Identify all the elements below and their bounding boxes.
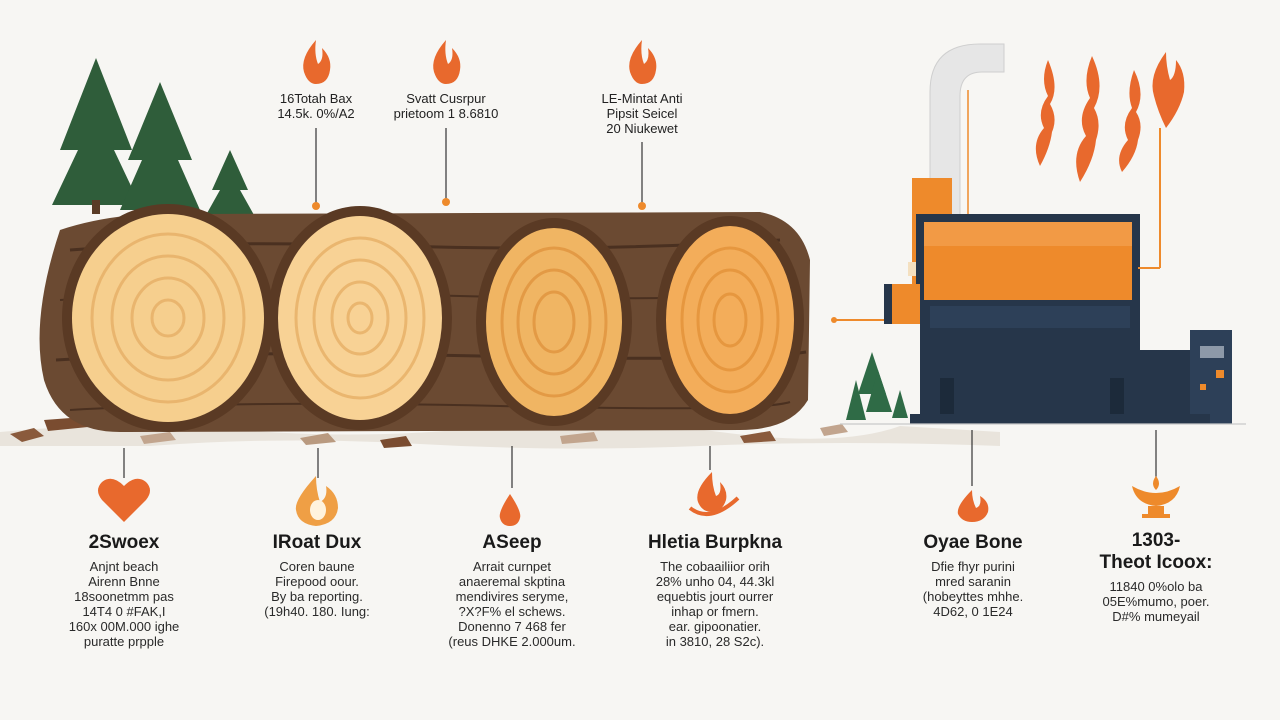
bottom-item-5-line3: (hobeyttes mhhe. [922,588,1024,604]
bottom-item-5-title: Oyae Bone [923,532,1023,553]
top-flame-icon-1 [303,40,331,84]
bottom-item-1-line6: puratte prpple [83,633,165,649]
flames-row [1035,52,1185,182]
top-flame-icon-3 [629,40,657,84]
top-label-2-line2: prietoom 1 8.6810 [393,105,499,121]
bottom-item-3-line6: (reus DHKE 2.000um. [448,633,576,649]
bottom-item-3-title: ASeep [482,532,542,553]
bottom-item-5-line4: 4D62, 0 1E24 [933,603,1013,619]
bottom-item-4-line5: ear. gipoonatier. [668,618,762,634]
lamp-icon [1132,476,1180,518]
top-flame-icon-2 [433,40,461,84]
bottom-item-1-line1: Anjnt beach [89,558,159,574]
bottom-item-3-line3: mendivires seryme, [455,588,569,604]
small-trees-icon [846,352,908,420]
flame-icon-bottom [957,490,989,522]
top-label-3-line1: LE-Mintat Anti [601,91,683,106]
boiler-machine [831,43,1246,425]
top-label-2-line1: Svatt Cusrpur [406,91,486,106]
bottom-item-3-line2: anaeremal skptina [458,573,566,589]
top-connectors [315,128,643,204]
bottom-item-6-title: 1303- Theot Icoox: [1099,530,1213,573]
bottom-item-6: 1303- Theot Icoox: 11840 0%olo ba 05E%mu… [1061,530,1251,625]
bottom-item-2-line2: Firepood oour. [275,573,359,589]
top-label-2: Svatt Cusrpur prietoom 1 8.6810 [371,91,521,122]
bottom-item-4-title: Hletia Burpkna [647,532,783,553]
bottom-item-3-line5: Donenno 7 468 fer [458,618,566,634]
bottom-item-6-line2: 05E%mumo, poer. [1102,593,1210,609]
bottom-item-2: IRoat Dux Coren baune Firepood oour. By … [222,532,412,620]
bottom-item-3: ASeep Arrait curnpet anaeremal skptina m… [417,532,607,649]
bottom-item-5-line1: Dfie fhyr purini [931,558,1015,574]
droplet-icon [499,494,521,526]
bottom-item-2-line4: (19h40. 180. Iung: [264,603,370,619]
bottom-item-2-line1: Coren baune [279,558,355,574]
bottom-item-1-line3: 18soonetmm pas [74,588,174,604]
bottom-item-6-line1: 11840 0%olo ba [1109,578,1203,594]
top-label-3-line2: Pipsit Seicel [606,105,678,121]
bottom-connectors [123,430,1157,488]
top-label-3-line3: 20 Niukewet [606,120,678,136]
log-section-4 [656,216,804,424]
bottom-item-1-title: 2Swoex [88,532,160,553]
top-label-1: 16Totah Bax 14.5k. 0%/A2 [241,91,391,122]
bottom-item-3-line1: Arrait curnpet [472,558,552,574]
bottom-item-5: Oyae Bone Dfie fhyr purini mred saranin … [878,532,1068,620]
log-section-1 [62,204,274,432]
bottom-item-4-line3: equebtis jourt ourrer [656,588,774,604]
bottom-item-4-line4: inhap or fmern. [671,603,759,619]
bottom-item-5-line2: mred saranin [935,573,1011,589]
pine-trees-icon [52,58,254,217]
bottom-item-4-line6: in 3810, 28 S2c). [665,633,765,649]
bottom-item-4-line2: 28% unho 04, 44.3kl [655,573,775,589]
bottom-item-6-line3: D#% mumeyail [1112,608,1200,624]
ground-strip [0,417,1000,449]
bottom-item-4-line1: The cobaailiior orih [660,558,770,574]
connector-dots [312,198,646,210]
log-section-2 [268,206,452,430]
flame-droplet-icon [295,476,338,526]
heart-icon [98,478,150,522]
log-section-3 [476,218,632,426]
bottom-item-4: Hletia Burpkna The cobaailiior orih 28% … [620,532,810,649]
top-label-1-line2: 14.5k. 0%/A2 [277,105,355,121]
top-label-3: LE-Mintat Anti Pipsit Seicel 20 Niukewet [567,91,717,137]
bottom-item-2-line3: By ba reporting. [271,588,363,604]
bottom-item-3-line4: ?X?F% el schews. [458,603,566,619]
bottom-item-1-line2: Airenn Bnne [88,573,160,589]
flame-swirl-icon [688,472,740,517]
bottom-item-1-line4: 14T4 0 #FAK,I [82,603,166,619]
bottom-item-2-title: IRoat Dux [272,532,362,553]
bottom-item-1-line5: 160x 00M.000 ighe [68,618,180,634]
bottom-item-1: 2Swoex Anjnt beach Airenn Bnne 18soonetm… [29,532,219,649]
top-label-1-line1: 16Totah Bax [279,91,353,106]
